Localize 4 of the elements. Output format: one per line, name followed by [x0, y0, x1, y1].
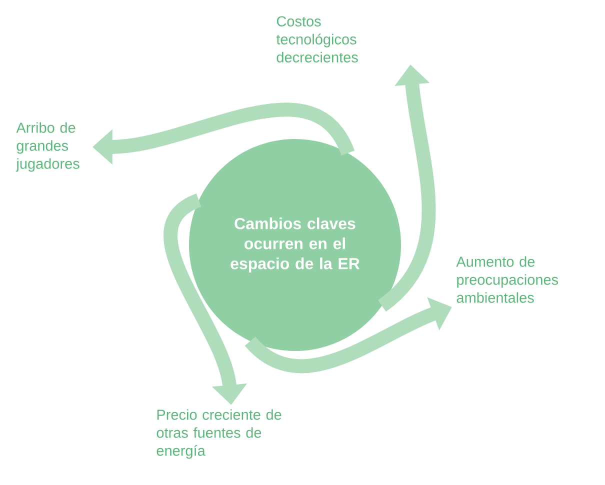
- label-text: Costos tecnológicos decrecientes: [276, 16, 358, 62]
- label-text: Arribo de grandes jugadores: [16, 122, 80, 172]
- label-text: Aumento de preocupaciones ambientales: [456, 256, 558, 303]
- label-text: Precio creciente de otras fuentes de energía: [156, 409, 282, 459]
